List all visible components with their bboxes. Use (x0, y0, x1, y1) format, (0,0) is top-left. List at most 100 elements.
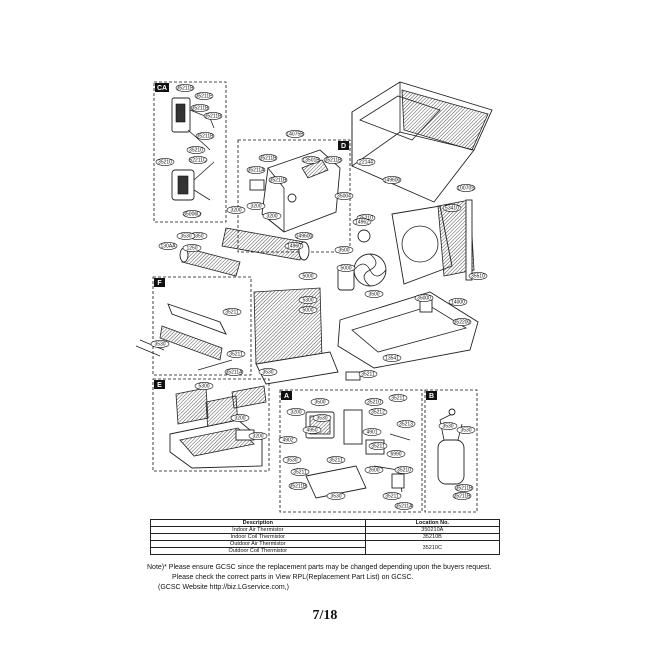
part-callout: 3200 (226, 206, 246, 214)
callout-text: 35211B (270, 178, 288, 184)
callout-oval (438, 422, 458, 430)
part-callout: 3500 (334, 246, 354, 254)
callout-text: 3200 (290, 410, 301, 416)
part-callout: 35510 (468, 272, 488, 280)
callout-oval (302, 426, 322, 434)
part-callout: 35210 (364, 398, 384, 406)
callout-oval (452, 492, 472, 500)
part-callout: 35211B (175, 84, 195, 92)
callout-oval (175, 84, 195, 92)
callout-text: 3530 (460, 428, 471, 434)
callout-text: 35212 (371, 410, 385, 416)
callout-oval (248, 432, 268, 440)
filter-e-1 (175, 387, 209, 425)
callout-text: 13501B (302, 158, 320, 164)
part-callout: 3530 (282, 456, 302, 464)
table-cell-description: Outdoor Air Thermistor (150, 540, 366, 548)
callout-oval (298, 296, 318, 304)
part-callout: 4950 (302, 426, 322, 434)
callout-oval (278, 436, 298, 444)
callout-text: 35211B (454, 494, 472, 500)
callout-text: 6990 (390, 452, 401, 458)
part-callout: 5300 (298, 296, 318, 304)
callout-text: 35211 (329, 458, 343, 464)
part-callout: 3500 (310, 398, 330, 406)
callout-oval (258, 368, 278, 376)
part-callout: 2600 (364, 466, 384, 474)
panel-d: D (237, 139, 351, 253)
callout-text: 35510 (471, 274, 485, 280)
part-callout: 3530 (258, 368, 278, 376)
callout-text: 3200 (250, 204, 261, 210)
motor-fan-assembly (337, 199, 475, 291)
front-grille-slots (179, 427, 255, 457)
callout-text: 14075B (286, 132, 304, 138)
part-callout: 35211 (222, 308, 242, 316)
callout-oval (364, 466, 384, 474)
part-callout: 35211B (288, 482, 308, 490)
part-callout: 14962 (352, 218, 372, 226)
table-row: Outdoor Coil Thermistor (150, 547, 500, 555)
part-callout: 35211B (452, 492, 472, 500)
callout-text: 35006D (183, 212, 201, 218)
callout-text: 3200 (266, 214, 277, 220)
callout-text: 3500 (338, 248, 349, 254)
callout-text: 35211B (290, 484, 308, 490)
part-callout: 53410 (442, 204, 462, 212)
shroud-opening (401, 225, 439, 263)
callout-oval (454, 484, 474, 492)
callout-text: 1250 (186, 246, 197, 252)
callout-oval (326, 456, 346, 464)
callout-oval (246, 166, 266, 174)
part-callout: 35211 (226, 350, 246, 358)
callout-text: 35211 (293, 470, 307, 476)
callout-text: 3530 (154, 342, 165, 348)
callout-text: 35211 (229, 352, 243, 358)
callout-oval (282, 456, 302, 464)
callout-oval (382, 492, 402, 500)
part-callout: 14075B (285, 130, 305, 138)
part-callout: 3530 (438, 422, 458, 430)
callout-text: 5300 (198, 384, 209, 390)
part-callout: 35211B (268, 176, 288, 184)
callout-oval (262, 212, 282, 220)
part-callout: 35211 (388, 394, 408, 402)
part-callout: 5000 (336, 264, 356, 272)
table-row: Indoor Air Thermistor 350210A (150, 526, 501, 534)
part-callout: 5300 (194, 382, 214, 390)
callout-text: 35211B (192, 106, 210, 112)
callout-text: 4901 (366, 430, 377, 436)
part-callout: 6990 (386, 450, 406, 458)
callout-oval (158, 242, 178, 250)
part-callout: 3530 (312, 414, 332, 422)
callout-oval (456, 184, 476, 192)
callout-text: 35211A (248, 168, 266, 174)
callout-oval (298, 272, 318, 280)
callout-text: 35211B (260, 156, 278, 162)
callout-text: 35211E (196, 94, 214, 100)
callout-oval (394, 502, 414, 510)
cross-flow-fan-2 (181, 247, 241, 277)
air-filter-f (159, 325, 223, 361)
callout-oval (452, 318, 472, 326)
callout-oval (226, 206, 246, 214)
part-callout: 5000 (298, 306, 318, 314)
callout-oval (394, 466, 414, 474)
panel-tag-b: B (429, 393, 434, 400)
table-header-row: Description Location No. (150, 519, 501, 527)
callout-text: 149600 (384, 178, 401, 184)
callout-text: 35213 (399, 422, 413, 428)
callout-text: 3530 (442, 424, 453, 430)
callout-text: 149600 (296, 234, 313, 240)
callout-oval (368, 408, 388, 416)
callout-text: 35211B (205, 114, 223, 120)
callout-oval (195, 132, 215, 140)
callout-oval (284, 242, 304, 250)
callout-text: 35211A (396, 504, 414, 510)
part-callout: 13541 (382, 354, 402, 362)
note-line-3: (GCSC Website http://biz.LGservice.com,) (158, 584, 289, 591)
table-header-description: Description (150, 519, 366, 527)
table-cell-description: Indoor Air Thermistor (150, 526, 366, 534)
part-callout: 3200 (286, 408, 306, 416)
